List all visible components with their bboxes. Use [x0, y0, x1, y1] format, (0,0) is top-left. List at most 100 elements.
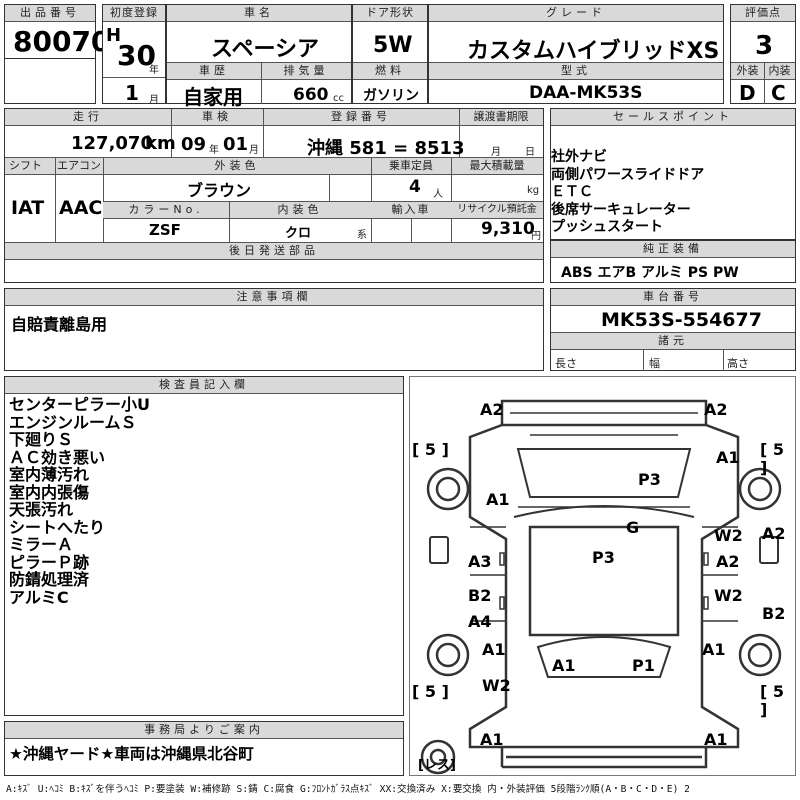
inspector-line: 防錆処理済 — [9, 570, 90, 589]
divider — [353, 62, 427, 63]
divider — [261, 63, 262, 104]
displacement: 660 — [293, 85, 329, 105]
lot-blank-box — [4, 58, 96, 104]
interior-color: クロ — [285, 226, 312, 241]
later-parts-label: 後日発送部品 — [5, 243, 543, 260]
load-unit: kg — [527, 185, 540, 196]
office-label: 事務局よりご案内 — [5, 722, 403, 739]
score-box: 評価点 3 外装 内装 D C — [730, 4, 796, 105]
inspector-line: センターピラー小U — [9, 395, 150, 414]
sales-points-list: 社外ナビ 両側パワースライドドア ＥＴＣ 後席サーキュレーター プッシュスタート — [551, 149, 704, 237]
length-label: 長さ — [555, 357, 577, 370]
sales-point: 両側パワースライドドア — [551, 166, 705, 183]
damage-mark: A1 — [704, 730, 728, 749]
inspector-label: 検査員記入欄 — [5, 377, 403, 394]
inspection-year: 09 — [181, 134, 207, 155]
exterior-label: 外装 — [731, 63, 764, 80]
inspector-line: 室内内張傷 — [9, 482, 90, 502]
ac: AAC — [59, 197, 103, 219]
divider — [329, 174, 330, 201]
inspection-year-unit: 年 — [209, 145, 219, 156]
capacity-unit: 人 — [433, 189, 443, 200]
mileage: 127,070 — [71, 133, 153, 154]
history: 自家用 — [183, 85, 243, 109]
interior-color-label: 内装色 — [229, 202, 371, 219]
damage-mark: A2 — [716, 552, 740, 571]
car-outline — [420, 399, 782, 775]
history-label: 車歴 — [167, 63, 261, 80]
divider — [451, 158, 452, 242]
damage-mark: A2 — [762, 524, 786, 543]
divider — [229, 202, 230, 242]
damage-mark: G — [626, 518, 640, 537]
exterior-grade: D — [739, 81, 756, 105]
office-box: 事務局よりご案内 ★沖縄ヤード★車両は沖縄県北谷町 — [4, 721, 404, 776]
divider — [103, 201, 543, 202]
divider — [263, 109, 264, 157]
interior-color-unit: 系 — [357, 230, 367, 241]
grade: カスタムハイブリッドXS — [467, 39, 720, 64]
chassis-label: 車台番号 — [551, 289, 795, 306]
car-name-box: 車名 スペーシア 車歴 排気量 自家用 660 cc — [166, 4, 352, 109]
grade-box: グレード カスタムハイブリッドXS 型式 DAA-MK53S — [428, 4, 724, 104]
inspector-line: ＡＣ効き悪い — [9, 447, 106, 467]
inspection-month-unit: 月 — [249, 145, 259, 156]
divider — [103, 158, 104, 242]
divider — [723, 349, 724, 371]
damage-mark: A1 — [480, 730, 504, 749]
model-label: 型式 — [429, 63, 723, 80]
interior-label: 内装 — [764, 63, 795, 80]
score: 3 — [755, 31, 774, 61]
model: DAA-MK53S — [529, 83, 643, 103]
lot-number: 80070 — [13, 25, 111, 58]
divider — [171, 109, 172, 157]
body-color: ブラウン — [187, 181, 252, 200]
chassis-number: MK53S-554677 — [601, 309, 762, 331]
inspection-month: 01 — [223, 134, 249, 155]
divider — [764, 63, 765, 104]
inspector-line: 下廻りＳ — [9, 430, 74, 449]
inspector-lines: センターピラー小U エンジンルームＳ 下廻りＳ ＡＣ効き悪い 室内薄汚れ 室内内… — [9, 396, 150, 606]
door-box: ドア形状 5W 燃料 ガソリン — [352, 4, 428, 104]
plate-number: 沖縄 581 = 8513 — [307, 138, 465, 159]
door-label: ドア形状 — [353, 5, 427, 22]
shift: IAT — [11, 197, 45, 219]
spare-tire-mark: [レス] — [418, 758, 456, 773]
office-note: ★沖縄ヤード★車両は沖縄県北谷町 — [9, 745, 254, 763]
divider — [731, 62, 795, 63]
displacement-label: 排気量 — [261, 63, 351, 80]
spare-count-mark: [ 5 ] — [412, 682, 449, 701]
mileage-label: 走行 — [5, 109, 171, 126]
divider — [5, 242, 543, 243]
inspector-line: ミラーＡ — [9, 535, 74, 554]
sales-points-label: セールスポイント — [551, 109, 795, 126]
inspector-box: 検査員記入欄 センターピラー小U エンジンルームＳ 下廻りＳ ＡＣ効き悪い 室内… — [4, 376, 404, 716]
damage-mark: A3 — [468, 552, 492, 571]
grade-label: グレード — [429, 5, 723, 22]
damage-mark: A1 — [716, 448, 740, 467]
equipment-box: 純正装備 ABS エアB アルミ PS PW — [550, 240, 796, 283]
inspector-line: 室内薄汚れ — [9, 465, 90, 484]
recycle-label: リサイクル預託金 — [451, 202, 543, 219]
mileage-unit: km — [145, 133, 176, 154]
notes-label: 注意事項欄 — [5, 289, 543, 306]
damage-mark: A2 — [704, 400, 728, 419]
divider — [459, 109, 460, 157]
width-label: 幅 — [649, 357, 660, 370]
inspector-line: 天張汚れ — [9, 500, 74, 519]
sales-points-box: セールスポイント 社外ナビ 両側パワースライドドア ＥＴＣ 後席サーキュレーター… — [550, 108, 796, 240]
damage-mark: A2 — [480, 400, 504, 419]
spare-count-mark: [ 5 ] — [760, 440, 785, 477]
lot-number-label: 出品番号 — [5, 5, 95, 22]
plate-label: 登録番号 — [263, 109, 459, 126]
inspector-line: シートへたり — [9, 517, 106, 537]
divider — [411, 218, 412, 242]
damage-mark: P1 — [632, 656, 655, 675]
transfer-month-unit: 月 — [491, 147, 501, 158]
car-name-label: 車名 — [167, 5, 351, 22]
recycle-fee: 9,310 — [481, 219, 535, 239]
divider — [5, 157, 543, 158]
color-no: ZSF — [149, 221, 181, 239]
month-unit: 月 — [149, 95, 159, 106]
first-reg-month: 1 — [125, 81, 139, 105]
